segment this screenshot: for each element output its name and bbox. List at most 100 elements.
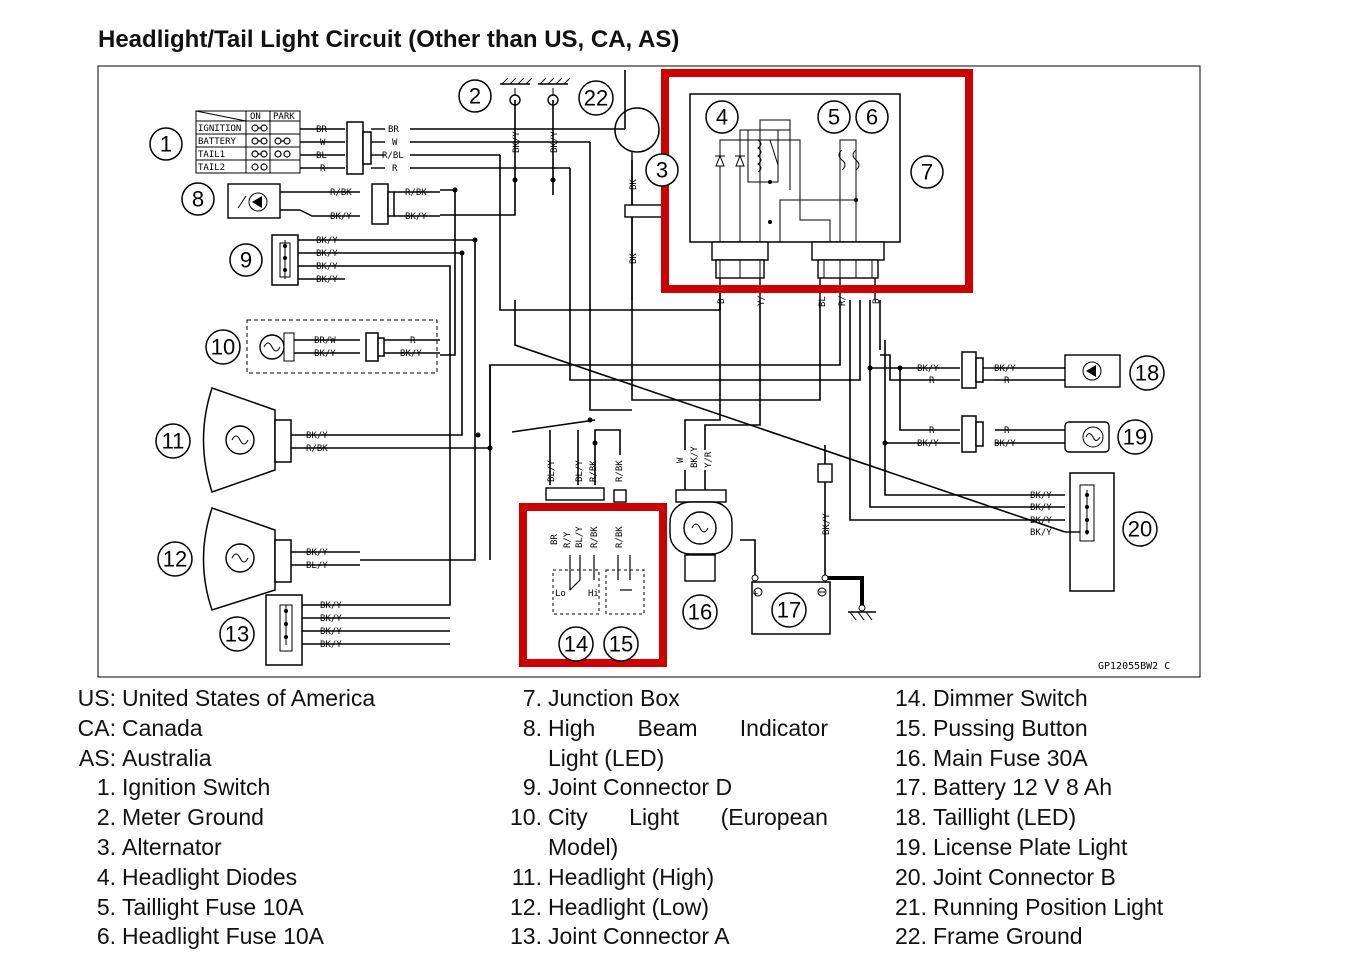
wire-label: BK/Y bbox=[320, 601, 342, 611]
wire-label: BK/Y bbox=[1030, 503, 1052, 513]
legend-text: Model) bbox=[548, 833, 619, 860]
legend-text: Joint Connector A bbox=[548, 923, 730, 950]
wire-label: BK/Y bbox=[917, 364, 939, 374]
legend-item: 22.Frame Ground bbox=[891, 922, 1163, 952]
legend-item: AS:Australia bbox=[74, 744, 375, 774]
callout-label: 7 bbox=[921, 160, 933, 185]
wire-label: BL bbox=[818, 296, 828, 307]
legend-item: 3.Alternator bbox=[74, 833, 375, 863]
wire-label: BR/W bbox=[314, 336, 336, 346]
callout-label: 15 bbox=[609, 632, 633, 657]
legend-item: 19.License Plate Light bbox=[891, 833, 1163, 863]
legend-item: 9.Joint Connector D bbox=[508, 773, 828, 803]
legend-word: High bbox=[548, 714, 596, 741]
wire-label: R bbox=[929, 376, 935, 386]
legend-text: Taillight Fuse 10A bbox=[122, 893, 304, 920]
wire-label: BK bbox=[629, 179, 639, 190]
wire-label: BK/Y bbox=[405, 212, 427, 222]
legend-text: Junction Box bbox=[548, 685, 680, 711]
legend-item: CA:Canada bbox=[74, 714, 375, 744]
wire-label: R/BK bbox=[615, 460, 625, 482]
diagram-frame bbox=[97, 65, 1201, 678]
legend-key: 6. bbox=[96, 923, 116, 950]
wire-label: BK/Y bbox=[320, 614, 342, 624]
joint-connector-b: BK/Y BK/Y BK/Y BK/Y bbox=[1030, 472, 1115, 592]
wire-label: R/BK bbox=[615, 526, 625, 548]
legend-item: 21.Running Position Light bbox=[891, 893, 1163, 923]
legend-item: 13.Joint Connector A bbox=[508, 922, 828, 952]
wire-label: BR bbox=[316, 125, 327, 135]
legend-item: 17.Battery 12 V 8 Ah bbox=[891, 773, 1163, 803]
wire-label: R/BK bbox=[590, 526, 600, 548]
legend-key: 19. bbox=[895, 833, 927, 860]
legend-item: 5.Taillight Fuse 10A bbox=[74, 893, 375, 923]
legend-word: City bbox=[548, 804, 588, 831]
legend-item: US:United States of America bbox=[74, 684, 375, 714]
junction-dots bbox=[452, 177, 903, 451]
wire-label: W bbox=[676, 457, 686, 463]
main-fuse: W BK/Y Y/R bbox=[669, 446, 733, 582]
switch-header-park: PARK bbox=[273, 112, 295, 122]
joint-connector-a: BK/Y BK/Y BK/Y BK/Y bbox=[265, 594, 360, 666]
wire-label: BK/Y bbox=[917, 439, 939, 449]
callout-label: 2 bbox=[469, 84, 481, 109]
legend-text: Meter Ground bbox=[122, 804, 264, 831]
highlight-dimmer-switch bbox=[519, 503, 667, 667]
dimmer-switch: BL/Y BL/Y R/BK R/BK BR R/Y BL/Y R/BK R/B… bbox=[545, 460, 645, 615]
license-plate-light: R BK/Y R BK/Y bbox=[917, 415, 1110, 453]
legend-key: 22. bbox=[895, 923, 927, 950]
legend-text: Dimmer Switch bbox=[933, 685, 1088, 711]
callout-11: 11 bbox=[155, 423, 191, 459]
diagram-title: Headlight/Tail Light Circuit (Other than… bbox=[98, 26, 680, 53]
legend-text: Alternator bbox=[122, 833, 222, 860]
legend-item: 11.Headlight (High) bbox=[508, 863, 828, 893]
wire-label: BR bbox=[388, 125, 399, 135]
legend-item: 1.Ignition Switch bbox=[74, 773, 375, 803]
callout-label: 1 bbox=[160, 132, 172, 157]
city-light: BR/W BK/Y R BK/Y bbox=[246, 319, 440, 374]
legend-text: Headlight Diodes bbox=[122, 863, 298, 890]
wire-label: Hi bbox=[588, 589, 599, 599]
legend-key: 8. bbox=[522, 714, 542, 741]
callout-8: 8 bbox=[181, 182, 215, 216]
wire-label: BK/Y bbox=[316, 249, 338, 259]
wire-label: W bbox=[320, 138, 326, 148]
wire-label: B bbox=[872, 299, 882, 304]
battery: BK/Y + bbox=[751, 463, 876, 635]
wire-label: R bbox=[392, 164, 398, 174]
wire-label: R bbox=[320, 164, 326, 174]
callout-label: 18 bbox=[1135, 361, 1159, 386]
legend-key: 14. bbox=[895, 685, 927, 711]
legend-text: Headlight (High) bbox=[548, 863, 715, 890]
wire-label: BK/Y bbox=[512, 131, 522, 153]
wire-label: BK/Y bbox=[314, 349, 336, 359]
wire-label: R/BK bbox=[589, 460, 599, 482]
wire-label: BK bbox=[629, 253, 639, 264]
legend-word: Indicator bbox=[739, 714, 828, 741]
legend-text: Ignition Switch bbox=[122, 774, 271, 801]
wire-label: R/BK bbox=[330, 188, 352, 198]
legend-word: (European bbox=[720, 804, 828, 831]
wire-label: R/BK bbox=[306, 444, 328, 454]
alternator: BK BK bbox=[614, 107, 666, 300]
wire-label: R/ bbox=[838, 295, 848, 306]
callout-label: 22 bbox=[584, 86, 608, 111]
legend-key bbox=[508, 833, 548, 863]
callout-label: 17 bbox=[777, 598, 801, 623]
callout-label: 8 bbox=[192, 187, 204, 212]
legend-key bbox=[508, 744, 548, 774]
wire-label: R bbox=[1004, 426, 1010, 436]
wire-label: BK/Y bbox=[1030, 491, 1052, 501]
wire-label: R/Y bbox=[563, 531, 573, 548]
switch-row-tail2: TAIL2 bbox=[198, 163, 225, 173]
wire-label: BL/Y bbox=[306, 561, 328, 571]
callout-label: 19 bbox=[1123, 425, 1147, 450]
legend-text: Headlight (Low) bbox=[548, 893, 710, 920]
callouts: 1 2 3 4 5 6 7 8 9 10 11 12 13 14 15 16 1… bbox=[149, 79, 1165, 662]
legend-key: AS: bbox=[78, 744, 116, 771]
switch-row-tail1: TAIL1 bbox=[198, 150, 225, 160]
